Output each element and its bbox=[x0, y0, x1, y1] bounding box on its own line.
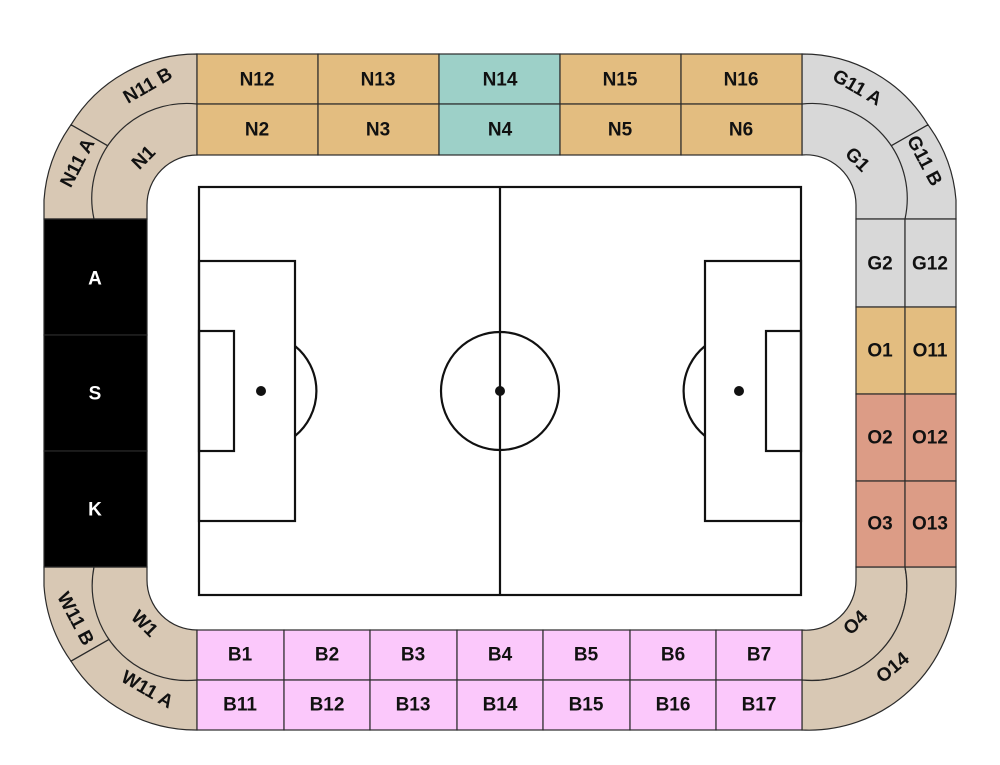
section-n3[interactable] bbox=[317, 103, 440, 156]
section-b13[interactable] bbox=[369, 679, 458, 731]
left-penalty-arc bbox=[294, 345, 318, 437]
center-circle bbox=[439, 330, 561, 452]
label-g12: G12 bbox=[912, 254, 948, 275]
left-penalty-spot bbox=[256, 386, 266, 396]
section-n5[interactable] bbox=[559, 103, 682, 156]
right-penalty-spot bbox=[734, 386, 744, 396]
label-b6: B6 bbox=[661, 645, 685, 666]
label-g2: G2 bbox=[867, 254, 892, 275]
label-k: K bbox=[88, 500, 102, 521]
label-n6: N6 bbox=[729, 120, 753, 141]
center-spot bbox=[495, 386, 505, 396]
section-n15[interactable] bbox=[559, 53, 682, 105]
label-n16: N16 bbox=[724, 70, 759, 91]
section-o14[interactable] bbox=[801, 566, 957, 731]
label-n2: N2 bbox=[245, 120, 269, 141]
section-b2[interactable] bbox=[283, 629, 371, 681]
label-b1: B1 bbox=[228, 645, 253, 666]
label-n3: N3 bbox=[366, 120, 390, 141]
section-k[interactable] bbox=[43, 450, 148, 568]
label-b5: B5 bbox=[574, 645, 599, 666]
section-b7[interactable] bbox=[715, 629, 803, 681]
section-n4[interactable] bbox=[438, 103, 561, 156]
section-g1[interactable] bbox=[801, 102, 908, 220]
section-o12[interactable] bbox=[904, 393, 957, 482]
label-b14: B14 bbox=[483, 695, 518, 716]
left-penalty-area bbox=[197, 259, 297, 523]
label-b4: B4 bbox=[488, 645, 513, 666]
label-o3: O3 bbox=[867, 514, 892, 535]
label-s: S bbox=[89, 384, 102, 405]
section-b6[interactable] bbox=[629, 629, 717, 681]
label-o12: O12 bbox=[912, 428, 948, 449]
label-o2: O2 bbox=[867, 428, 892, 449]
label-b3: B3 bbox=[401, 645, 425, 666]
label-b12: B12 bbox=[310, 695, 345, 716]
section-w1[interactable] bbox=[91, 566, 198, 682]
label-b7: B7 bbox=[747, 645, 771, 666]
label-o11: O11 bbox=[913, 341, 948, 362]
label-n13: N13 bbox=[361, 70, 396, 91]
label-b13: B13 bbox=[396, 695, 431, 716]
label-a: A bbox=[88, 269, 102, 290]
section-n1[interactable] bbox=[91, 102, 198, 220]
section-o13[interactable] bbox=[904, 480, 957, 568]
section-o11[interactable] bbox=[904, 306, 957, 395]
left-goal-area bbox=[197, 329, 236, 453]
label-n5: N5 bbox=[608, 120, 633, 141]
right-goal-area bbox=[764, 329, 803, 453]
label-n12: N12 bbox=[240, 70, 275, 91]
label-b17: B17 bbox=[742, 695, 777, 716]
section-b12[interactable] bbox=[283, 679, 371, 731]
section-b11[interactable] bbox=[196, 679, 285, 731]
right-penalty-arc bbox=[682, 345, 706, 437]
section-b1[interactable] bbox=[196, 629, 285, 681]
label-b16: B16 bbox=[656, 695, 691, 716]
section-n12[interactable] bbox=[196, 53, 319, 105]
section-b15[interactable] bbox=[542, 679, 631, 731]
label-b2: B2 bbox=[315, 645, 339, 666]
label-b11: B11 bbox=[223, 695, 257, 716]
right-penalty-area bbox=[703, 259, 803, 523]
section-b3[interactable] bbox=[369, 629, 458, 681]
label-o13: O13 bbox=[912, 514, 948, 535]
section-b5[interactable] bbox=[542, 629, 631, 681]
label-o1: O1 bbox=[867, 341, 893, 362]
football-pitch bbox=[197, 185, 803, 597]
label-n15: N15 bbox=[603, 70, 638, 91]
section-b14[interactable] bbox=[456, 679, 544, 731]
section-n16[interactable] bbox=[680, 53, 803, 105]
section-b4[interactable] bbox=[456, 629, 544, 681]
section-b17[interactable] bbox=[715, 679, 803, 731]
section-g2[interactable] bbox=[855, 218, 906, 308]
section-n6[interactable] bbox=[680, 103, 803, 156]
label-b15: B15 bbox=[569, 695, 604, 716]
label-n14: N14 bbox=[483, 70, 518, 91]
section-n2[interactable] bbox=[196, 103, 319, 156]
label-n4: N4 bbox=[488, 120, 513, 141]
